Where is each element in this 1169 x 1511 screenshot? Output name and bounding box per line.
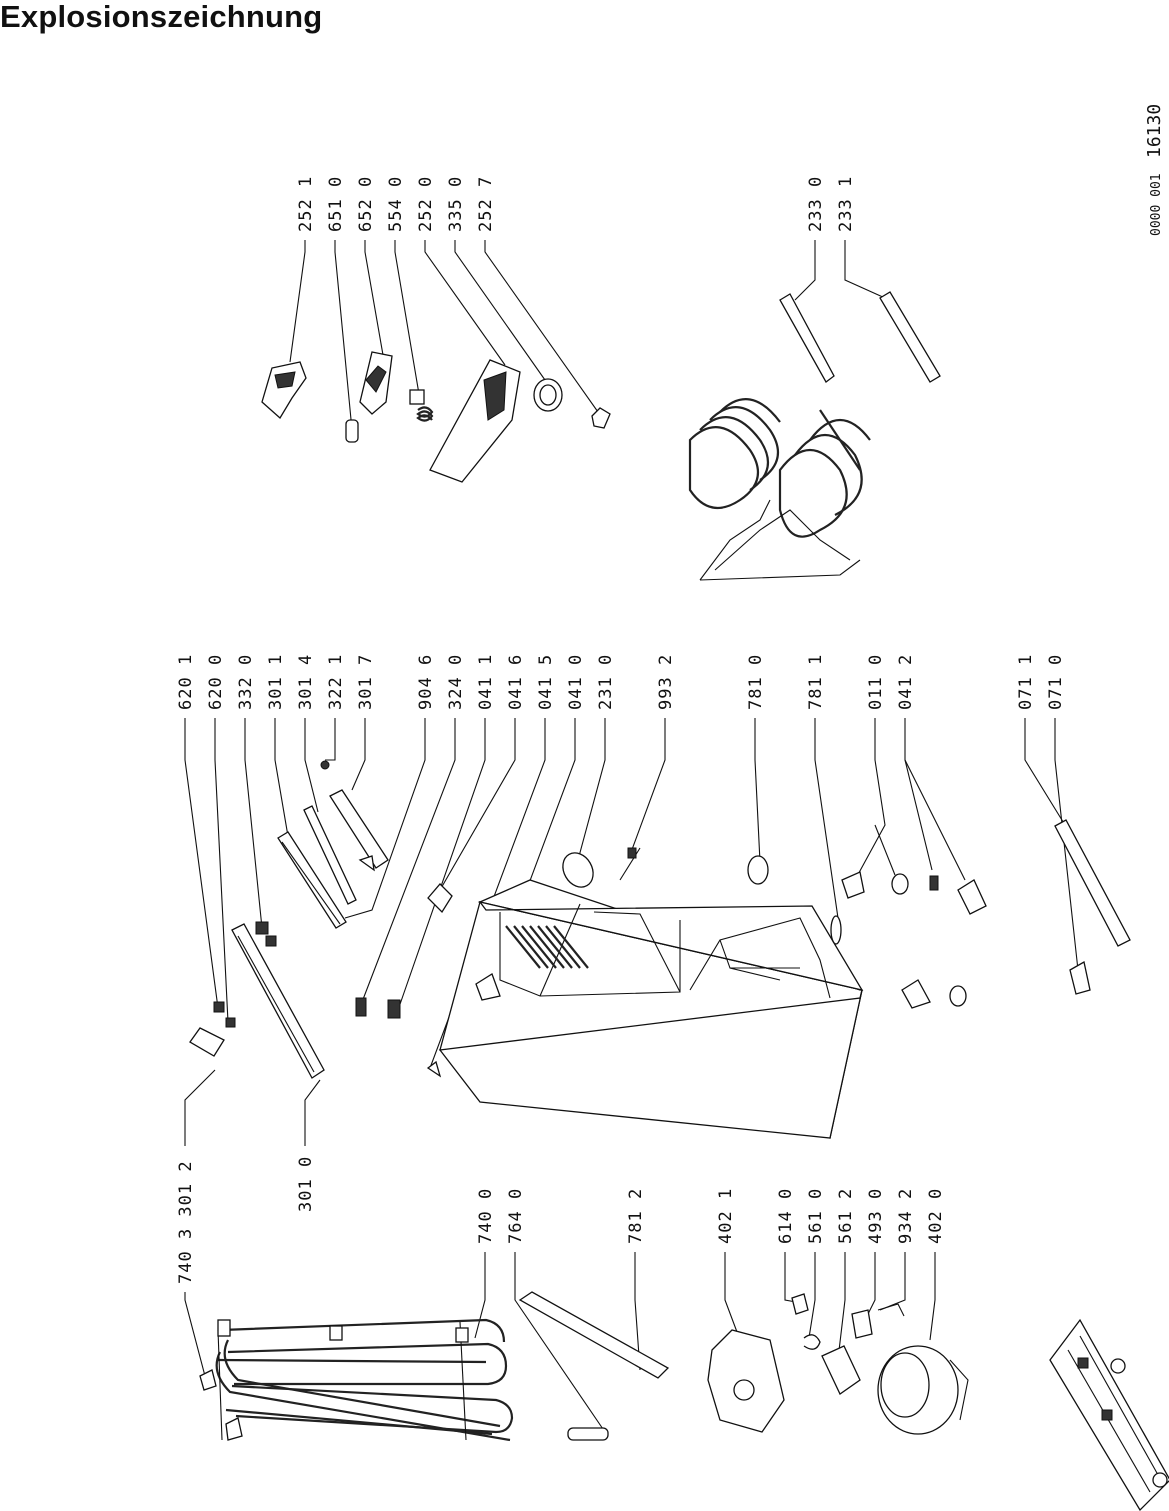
part-label-402-0: 402 0 (926, 1188, 946, 1244)
part-label-740-0: 740 0 (476, 1188, 496, 1244)
bottom-hinge (841, 871, 865, 899)
thermostat-knob (345, 419, 359, 443)
leader-lines-bottom (184, 1069, 936, 1433)
part-label-993-2: 993 2 (656, 654, 676, 710)
part-label-252-1: 252 1 (296, 176, 316, 232)
part-label-252-7: 252 7 (476, 176, 496, 232)
evaporator-coil (688, 398, 871, 581)
part-label-561-0: 561 0 (806, 1188, 826, 1244)
drawing-code: 0000 001 16130 (1144, 104, 1165, 236)
refrigerator-cabinet (355, 879, 864, 1139)
part-label-252-0: 252 0 (416, 176, 436, 232)
overload-protector (851, 1309, 873, 1339)
tube-strip (518, 1291, 670, 1379)
condenser-clip-bottom (225, 1417, 243, 1441)
part-label-561-2: 561 2 (836, 1188, 856, 1244)
part-label-301-1: 301 1 (266, 654, 286, 710)
part-label-620-1: 620 1 (176, 654, 196, 710)
part-label-301-4: 301 4 (296, 654, 316, 710)
thermostat-parts (261, 351, 611, 483)
condenser-shelf-parts (688, 291, 941, 581)
part-label-011-0: 011 0 (866, 654, 886, 710)
part-label-041-2: 041 2 (896, 654, 916, 710)
door-switch-box (189, 1027, 225, 1057)
part-label-934-2: 934 2 (896, 1188, 916, 1244)
cabinet-hinge (475, 973, 501, 1001)
wire-rod-left (779, 293, 835, 383)
part-label-554-0: 554 0 (386, 176, 406, 232)
part-label-781-1: 781 1 (806, 654, 826, 710)
part-label-301-7: 301 7 (356, 654, 376, 710)
part-label-781-0: 781 0 (746, 654, 766, 710)
freezer-grid (505, 925, 589, 969)
part-labels-top-right: 233 0 233 1 (806, 176, 856, 232)
wire-rod-right (879, 291, 941, 383)
clamp-wire (803, 1334, 821, 1350)
part-label-071-1: 071 1 (1016, 654, 1036, 710)
page-title: Explosionszeichnung (0, 0, 323, 34)
part-label-740-3-301-2: 740 3 301 2 (176, 1160, 196, 1284)
part-label-402-1: 402 1 (716, 1188, 736, 1244)
drip-tray (562, 852, 594, 888)
part-label-652-0: 652 0 (356, 176, 376, 232)
base-strip (1054, 819, 1131, 947)
adjustable-foot (891, 873, 909, 895)
part-label-324-0: 324 0 (446, 654, 466, 710)
part-label-041-6: 041 6 (506, 654, 526, 710)
part-label-233-1: 233 1 (836, 176, 856, 232)
drawing-code-number: 16130 (1144, 104, 1165, 158)
part-label-335-0: 335 0 (446, 176, 466, 232)
relay-box (821, 1345, 861, 1395)
part-label-041-1: 041 1 (476, 654, 496, 710)
leader-lines-top-right (794, 240, 886, 301)
base-plate (1049, 1318, 1169, 1511)
part-label-233-0: 233 0 (806, 176, 826, 232)
compressor-parts (518, 1291, 969, 1441)
condenser-coil (199, 1318, 514, 1442)
thermostat-spring (416, 406, 434, 422)
top-hinge (427, 883, 453, 914)
condenser-clip-top (199, 1369, 217, 1391)
base-clip (1069, 960, 1091, 995)
part-label-041-0: 041 0 (566, 654, 586, 710)
part-label-301-0: 301 0 (296, 1156, 316, 1212)
part-label-781-2: 781 2 (626, 1188, 646, 1244)
part-label-904-6: 904 6 (416, 654, 436, 710)
part-label-041-5: 041 5 (536, 654, 556, 710)
part-label-620-0: 620 0 (206, 654, 226, 710)
part-labels-bottom: 740 3 301 2 301 0 740 0 764 0 781 2 402 … (176, 1156, 946, 1284)
adjustable-foot-lower (949, 985, 967, 1007)
leader-lines-middle (184, 718, 1079, 1069)
lamp-cover (591, 407, 611, 429)
part-label-764-0: 764 0 (506, 1188, 526, 1244)
thermostat-housing (261, 361, 307, 420)
filter-dryer (567, 1427, 609, 1441)
part-label-332-0: 332 0 (236, 654, 256, 710)
control-panel (429, 359, 521, 483)
part-label-493-0: 493 0 (866, 1188, 886, 1244)
door-seal-strip (277, 831, 347, 929)
door-parts (189, 760, 389, 1079)
part-label-614-0: 614 0 (776, 1188, 796, 1244)
part-labels-middle: 620 1 620 0 332 0 301 1 301 4 322 1 301 … (176, 654, 1066, 710)
part-label-231-0: 231 0 (596, 654, 616, 710)
part-labels-top: 252 1 651 0 652 0 554 0 252 0 335 0 252 … (296, 176, 496, 232)
hinge-bracket-lower (901, 979, 931, 1009)
part-label-071-0: 071 0 (1046, 654, 1066, 710)
door-stopper (830, 915, 842, 945)
door-trim (329, 789, 389, 869)
part-label-322-1: 322 1 (326, 654, 346, 710)
part-label-651-0: 651 0 (326, 176, 346, 232)
door-shelf-strip (303, 805, 357, 905)
door-handle-bar (231, 923, 325, 1079)
leader-lines-top (289, 240, 599, 431)
small-parts-middle (562, 819, 1131, 1009)
drawing-code-prefix: 0000 001 (1149, 173, 1164, 236)
grommet (791, 1293, 809, 1315)
hinge-bracket (957, 879, 987, 915)
hinge-pin-cap (747, 855, 769, 885)
